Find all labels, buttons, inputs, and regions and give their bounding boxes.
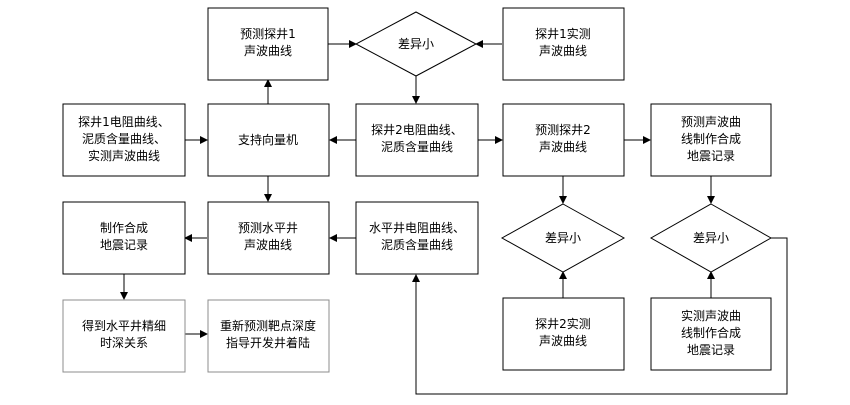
node-make-synth: 制作合成 地震记录 xyxy=(62,201,186,275)
node-make-synth-line-2: 地震记录 xyxy=(100,238,148,252)
node-pred-synth-line-3: 地震记录 xyxy=(687,149,735,163)
node-meas-synth-line-1: 实测声波曲 xyxy=(681,308,741,323)
node-meas-synth: 实测声波曲 线制作合成 地震记录 xyxy=(650,297,772,371)
node-well2-curves-line-2: 泥质含量曲线 xyxy=(381,139,453,154)
node-time-depth-line-2: 时深关系 xyxy=(100,336,148,350)
node-well1-curves-line-2: 泥质含量曲线、 xyxy=(82,131,166,146)
node-diff-mid2-label: 差异小 xyxy=(693,231,729,245)
edge-diff-mid2-to-horiz-curves xyxy=(412,237,788,395)
node-meas-well2: 探井2实测 声波曲线 xyxy=(502,297,625,371)
node-pred-well1-line-2: 声波曲线 xyxy=(244,44,292,58)
node-meas-well1-line-1: 探井1实测 xyxy=(535,26,591,41)
node-diff-top-label: 差异小 xyxy=(398,37,434,51)
node-re-predict-line-1: 重新预测靶点深度 xyxy=(220,318,316,333)
node-well1-curves-line-3: 实测声波曲线 xyxy=(88,148,160,163)
node-re-predict: 重新预测靶点深度 指导开发井着陆 xyxy=(207,299,330,373)
node-svm-label: 支持向量机 xyxy=(238,132,298,147)
node-pred-well2-line-1: 预测探井2 xyxy=(535,123,591,137)
node-pred-horiz-line-1: 预测水平井 xyxy=(238,221,298,235)
node-pred-well2: 预测探井2 声波曲线 xyxy=(502,103,625,177)
node-pred-well2-line-2: 声波曲线 xyxy=(539,140,587,154)
node-pred-well1-line-1: 预测探井1 xyxy=(240,27,296,41)
node-well1-curves: 探井1电阻曲线、 泥质含量曲线、 实测声波曲线 xyxy=(62,103,186,177)
node-time-depth: 得到水平井精细 时深关系 xyxy=(62,299,186,373)
node-make-synth-line-1: 制作合成 xyxy=(100,220,148,235)
node-horiz-curves-line-2: 泥质含量曲线 xyxy=(381,237,453,252)
node-diff-mid1-label: 差异小 xyxy=(545,231,581,245)
node-meas-synth-line-3: 地震记录 xyxy=(687,343,735,357)
node-pred-horiz: 预测水平井 声波曲线 xyxy=(207,201,330,275)
node-horiz-curves-line-1: 水平井电阻曲线、 xyxy=(369,221,465,235)
node-well1-curves-line-1: 探井1电阻曲线、 xyxy=(78,115,170,129)
node-pred-synth: 预测声波曲 线制作合成 地震记录 xyxy=(650,103,772,177)
node-meas-well2-line-2: 声波曲线 xyxy=(539,334,587,348)
node-meas-synth-line-2: 线制作合成 xyxy=(681,325,741,340)
node-well2-curves: 探井2电阻曲线、 泥质含量曲线 xyxy=(355,103,479,177)
node-horiz-curves: 水平井电阻曲线、 泥质含量曲线 xyxy=(355,201,479,275)
node-meas-well2-line-1: 探井2实测 xyxy=(535,316,591,331)
node-time-depth-line-1: 得到水平井精细 xyxy=(82,318,166,333)
node-re-predict-line-2: 指导开发井着陆 xyxy=(226,335,310,350)
node-meas-well1: 探井1实测 声波曲线 xyxy=(502,7,625,81)
node-pred-horiz-line-2: 声波曲线 xyxy=(244,238,292,252)
node-well2-curves-line-1: 探井2电阻曲线、 xyxy=(371,123,463,137)
node-diff-mid2: 差异小 xyxy=(649,203,773,273)
node-diff-top: 差异小 xyxy=(354,11,478,77)
node-pred-synth-line-2: 线制作合成 xyxy=(681,131,741,146)
node-pred-well1: 预测探井1 声波曲线 xyxy=(207,7,329,81)
node-diff-mid1: 差异小 xyxy=(500,203,626,273)
node-pred-synth-line-1: 预测声波曲 xyxy=(681,115,741,129)
node-meas-well1-line-2: 声波曲线 xyxy=(539,44,587,58)
node-svm: 支持向量机 xyxy=(207,103,330,177)
